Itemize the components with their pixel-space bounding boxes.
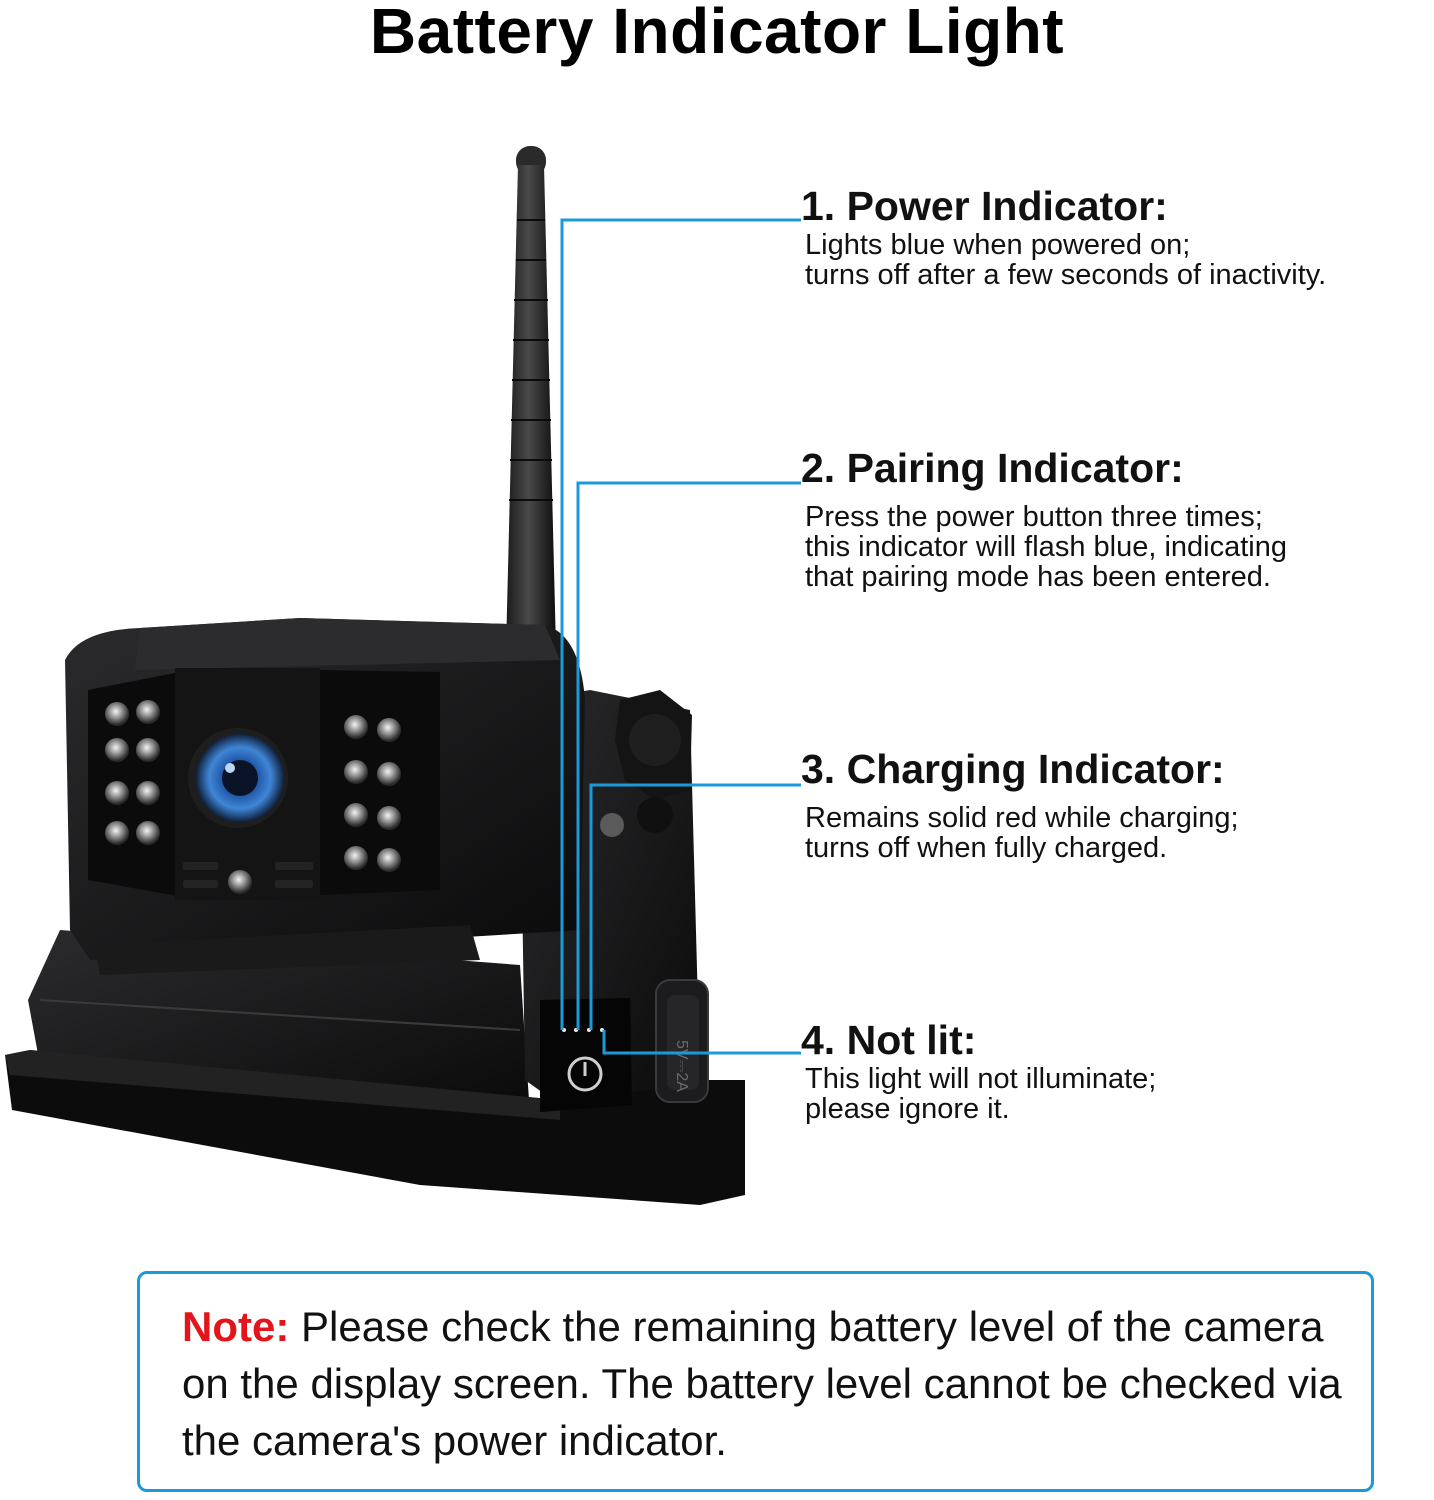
note-text: Note: Please check the remaining battery…: [182, 1298, 1342, 1469]
callout-description: Remains solid red while charging; turns …: [805, 802, 1239, 864]
port-label: 5V⎓2A: [673, 1040, 690, 1092]
leader-line-power: [560, 218, 801, 1030]
leader-line-pairing: [576, 481, 801, 1030]
callout-power-indicator: 1. Power Indicator: Lights blue when pow…: [801, 184, 1326, 290]
callout-heading: 4. Not lit:: [801, 1017, 977, 1063]
page-title: Battery Indicator Light: [369, 0, 1065, 67]
indicator-leader-lines: [560, 218, 801, 1055]
note-box: Note: Please check the remaining battery…: [137, 1271, 1374, 1492]
note-body: Please check the remaining battery level…: [182, 1303, 1342, 1464]
callout-description: Lights blue when powered on; turns off a…: [805, 229, 1327, 291]
camera-illustration: 5V⎓2A: [5, 146, 801, 1205]
camera-base: [5, 930, 745, 1205]
callout-heading: 1. Power Indicator:: [801, 183, 1168, 229]
antenna: [506, 146, 556, 650]
callout-charging-indicator: 3. Charging Indicator: Remains solid red…: [801, 747, 1239, 863]
callout-heading: 3. Charging Indicator:: [801, 746, 1225, 792]
camera-head: [65, 618, 585, 975]
note-label: Note:: [182, 1303, 290, 1350]
callout-pairing-indicator: 2. Pairing Indicator: Press the power bu…: [801, 446, 1287, 592]
callout-heading: 2. Pairing Indicator:: [801, 445, 1184, 491]
leader-line-charging: [589, 783, 801, 1030]
power-button-icon: [567, 1056, 603, 1092]
callout-description: Press the power button three times; this…: [805, 501, 1287, 593]
leader-line-not-lit: [602, 1030, 801, 1055]
ir-led-array: [105, 700, 401, 872]
callout-not-lit: 4. Not lit: This light will not illumina…: [801, 1018, 1156, 1124]
callout-description: This light will not illuminate; please i…: [805, 1063, 1157, 1125]
